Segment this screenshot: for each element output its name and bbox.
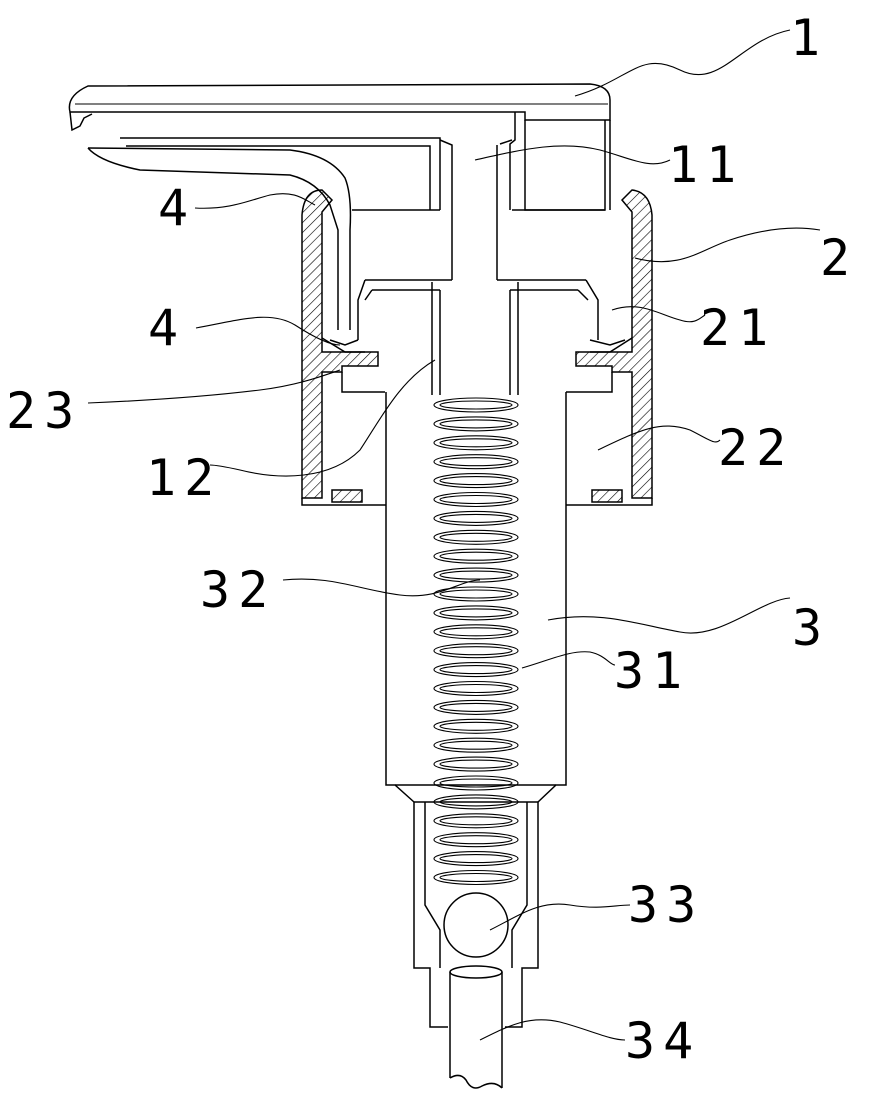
spring-coil xyxy=(433,586,519,602)
spring-coil xyxy=(433,473,519,489)
spring-coil xyxy=(433,718,519,734)
spring-coil xyxy=(433,643,519,659)
spring-coil-inner xyxy=(439,494,513,505)
spring-coil-inner xyxy=(439,513,513,523)
dip-tube xyxy=(449,965,503,1089)
spring-coil-inner xyxy=(439,721,513,731)
label-4-lower: 4 xyxy=(148,299,186,357)
spring-coil xyxy=(433,529,519,545)
label-33: 33 xyxy=(628,876,704,934)
label-32: 32 xyxy=(200,561,276,619)
spring-coil xyxy=(433,397,519,413)
spring-coil-inner xyxy=(439,400,513,410)
pump-barrel xyxy=(385,392,567,1028)
spring-coil xyxy=(433,624,519,640)
label-23: 23 xyxy=(6,382,82,440)
stem-channel xyxy=(357,112,599,395)
spring-coil xyxy=(433,737,519,753)
spring-coil-inner xyxy=(439,665,513,675)
spring-coil-inner xyxy=(439,702,513,712)
spring-coil xyxy=(433,794,519,810)
label-31: 31 xyxy=(614,642,690,700)
label-22: 22 xyxy=(718,419,794,477)
spring-coil xyxy=(433,605,519,621)
spring-coil xyxy=(433,832,519,848)
spring-coil xyxy=(433,548,519,564)
label-4-upper: 4 xyxy=(158,179,196,237)
spring-coil xyxy=(433,680,519,697)
spring-coil-inner xyxy=(439,740,513,750)
spring-coil xyxy=(433,813,519,829)
spring-coil-inner xyxy=(439,872,513,883)
spring-coil xyxy=(433,662,519,678)
spring-coil xyxy=(433,567,519,583)
spring-coil-inner xyxy=(439,778,513,788)
spring-coil xyxy=(433,699,519,715)
spring-coil-inner xyxy=(439,589,513,599)
spring-coil-inner xyxy=(439,457,513,467)
spring-coil-inner xyxy=(439,627,513,637)
spring-coil-inner xyxy=(439,419,513,429)
label-21: 21 xyxy=(700,299,776,357)
spring-coil xyxy=(433,510,519,526)
spring-coil-inner xyxy=(439,816,513,826)
ball-valve xyxy=(443,892,509,958)
spring-coil-inner xyxy=(439,759,513,769)
spring-coil-inner xyxy=(439,438,513,448)
spring-coil xyxy=(433,851,519,867)
press-head xyxy=(68,83,611,330)
spring-coil-inner xyxy=(439,551,513,561)
cap-housing xyxy=(301,189,653,506)
spring-coil-inner xyxy=(439,835,513,845)
spring-coil xyxy=(433,491,519,508)
spring-coil xyxy=(433,416,519,432)
label-11: 11 xyxy=(668,136,744,194)
spring-coil-inner xyxy=(439,476,513,486)
reference-labels: 1 11 2 4 21 4 23 22 12 32 3 31 33 34 xyxy=(6,9,858,1070)
label-3: 3 xyxy=(792,599,830,657)
spring-coil xyxy=(433,435,519,451)
label-1: 1 xyxy=(790,9,828,67)
spring xyxy=(433,397,519,886)
spring-coil-inner xyxy=(439,570,513,580)
label-12: 12 xyxy=(146,449,222,507)
spring-coil-inner xyxy=(439,683,513,694)
spring-coil-inner xyxy=(439,646,513,656)
spring-coil xyxy=(433,756,519,772)
spring-coil-inner xyxy=(439,608,513,618)
spring-coil xyxy=(433,869,519,886)
spring-coil xyxy=(433,454,519,470)
spring-coil-inner xyxy=(439,532,513,542)
spring-coil-inner xyxy=(439,797,513,807)
spring-coil-inner xyxy=(439,854,513,864)
spring-coil xyxy=(433,775,519,791)
leader-lines xyxy=(87,29,821,1041)
label-34: 34 xyxy=(625,1012,701,1070)
label-2: 2 xyxy=(820,229,858,287)
